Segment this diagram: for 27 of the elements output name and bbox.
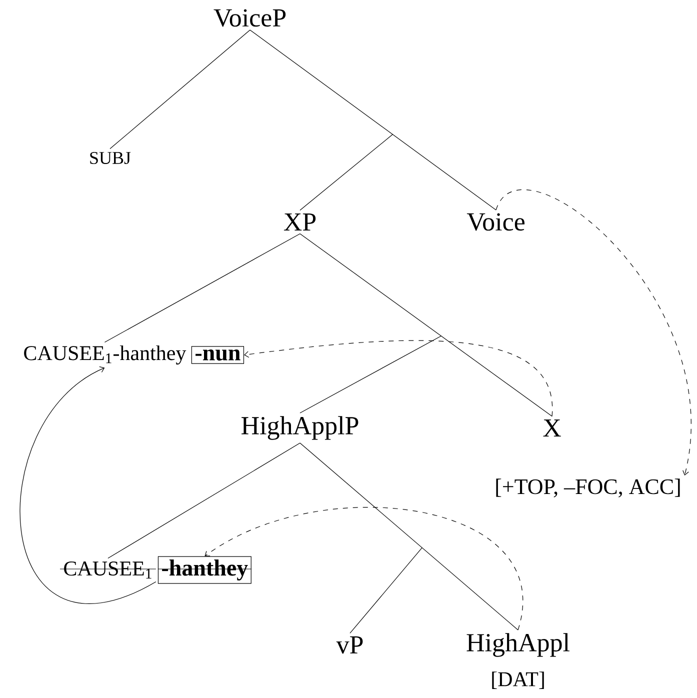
tree-branch [104,233,300,343]
tree-branch [300,336,442,414]
feature-bundle: [DAT] [492,672,544,689]
tree-branch [108,442,300,559]
movement-arrow [244,340,552,417]
tree-branch [350,547,422,634]
movement-arrow [20,366,156,604]
boxed-morpheme: -nun [191,346,244,364]
feature-bundle: [+TOP, –FOC, ACC] [496,478,680,498]
tree-branch [300,442,518,630]
category-label: X [543,419,561,437]
tree-branch [300,233,552,417]
category-label: HighApplP [242,416,358,440]
category-label: XP [284,213,316,231]
tree-branch [250,30,496,210]
category-label: SUBJ [90,152,131,164]
category-label: HighAppl [466,633,570,657]
struck-word: CAUSEE$_{1}$ [60,562,156,578]
word-label: CAUSEE$_{1}$-hanthey [24,345,186,365]
category-label: Voice [466,213,524,231]
movement-arrow [204,507,524,630]
category-label: vP [336,636,363,654]
tree-branch [300,134,393,211]
struck-morpheme: -hanthey [158,556,252,584]
tree-branch [110,30,250,150]
movement-arrow [496,189,692,476]
category-label: VoiceP [214,9,286,27]
